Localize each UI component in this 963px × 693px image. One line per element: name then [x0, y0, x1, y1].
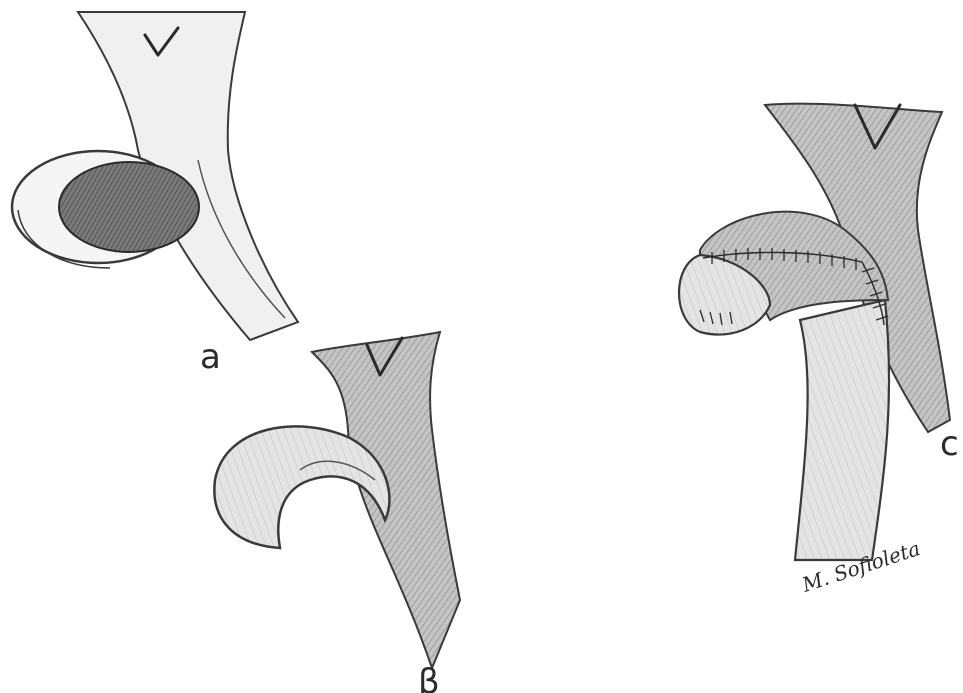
panel-c: c M. Sofioleta	[679, 104, 959, 597]
panel-c-graft	[795, 300, 889, 560]
panel-a: a	[12, 12, 298, 377]
panel-a-label: a	[200, 337, 221, 377]
panel-b: β	[214, 332, 460, 693]
panel-c-label: c	[940, 424, 959, 464]
panel-b-label: β	[418, 662, 440, 693]
panel-a-mass	[59, 162, 199, 252]
